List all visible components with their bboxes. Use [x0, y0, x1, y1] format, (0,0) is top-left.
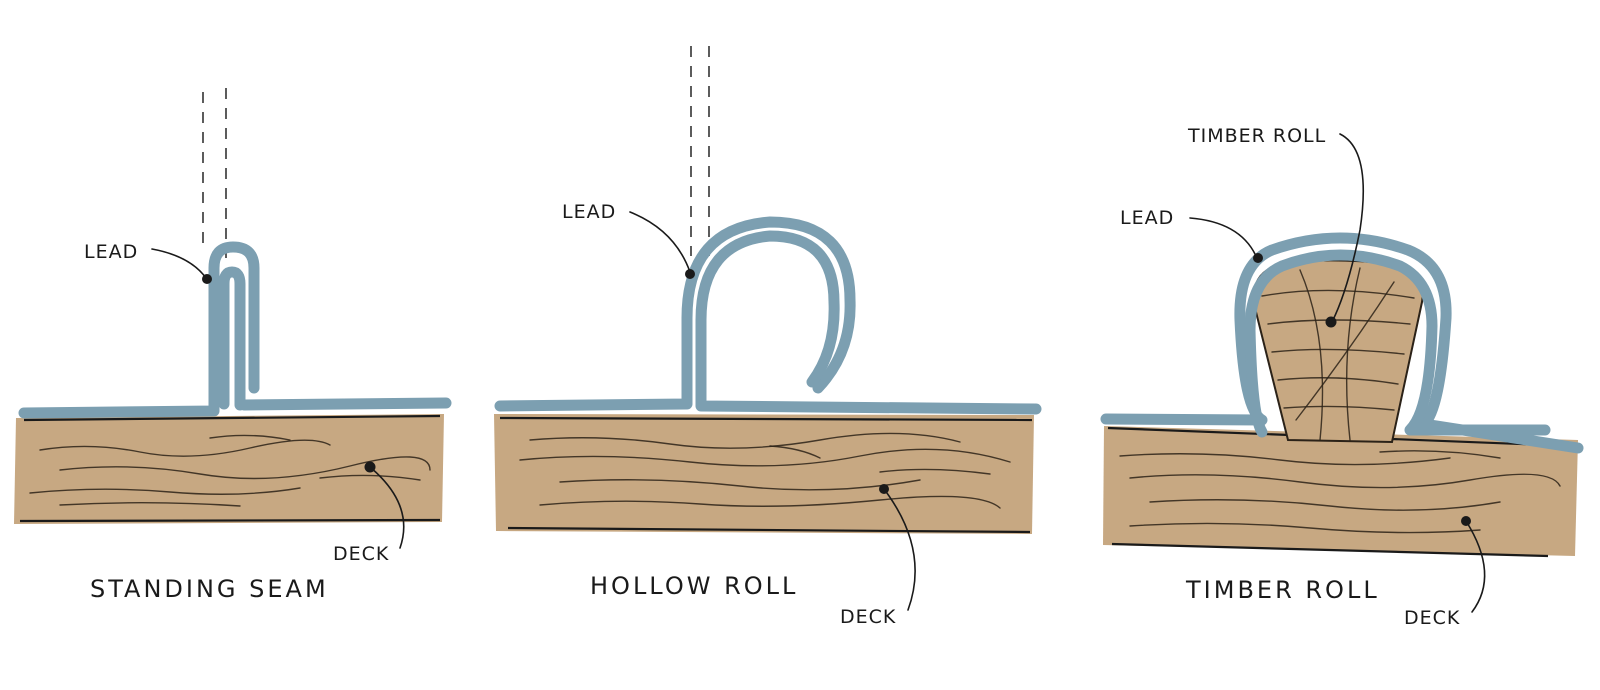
- timber-roll-grain: [1129, 522, 1481, 534]
- timber-roll-lead-outer: [1100, 232, 1584, 454]
- hollow-roll-deck-leader: [883, 488, 916, 611]
- standing-seam-grain: [319, 474, 421, 481]
- hollow-roll-deck-board: [494, 414, 1034, 534]
- timber-roll-grain: [1129, 473, 1561, 489]
- hollow-roll-deck: [494, 414, 1034, 534]
- timber-roll-block-grain: [1345, 267, 1361, 441]
- standing-seam-deck: [14, 414, 444, 524]
- standing-seam-grain: [59, 502, 241, 507]
- hollow-roll-lead-outer: [494, 216, 856, 412]
- timber-roll-grain: [1379, 450, 1501, 459]
- standing-seam-lead-callout: LEAD: [84, 241, 212, 284]
- timber-roll-deck-callout: DECK: [1404, 516, 1486, 629]
- timber-roll-deck-label: DECK: [1404, 607, 1460, 629]
- timber-roll-lead-leader: [1189, 217, 1257, 257]
- timber-roll-roll-callout: TIMBER ROLL: [1187, 125, 1365, 328]
- hollow-roll-lead-leader-dot: [685, 269, 695, 279]
- timber-roll-roll-leader-dot: [1325, 316, 1337, 328]
- standing-seam-lead-leader: [151, 248, 207, 279]
- hollow-roll-detail: LEAD DECK HOLLOW ROLL: [494, 46, 1042, 628]
- hollow-roll-lead-inner: [695, 230, 1042, 415]
- timber-roll-block-grain: [1283, 405, 1395, 411]
- hollow-roll-lead-sheets: [494, 216, 1042, 415]
- timber-roll-roll-label: TIMBER ROLL: [1187, 125, 1326, 147]
- standing-seam-detail: LEAD DECK STANDING SEAM: [14, 88, 452, 603]
- timber-roll-lead-callout: LEAD: [1120, 207, 1263, 263]
- hollow-roll-grain: [879, 468, 991, 475]
- standing-seam-lead-outer: [18, 241, 260, 419]
- timber-roll-block: [1252, 259, 1424, 444]
- hollow-roll-deck-top-edge: [499, 416, 1033, 422]
- timber-roll-block-grain: [1295, 281, 1395, 421]
- standing-seam-grain: [29, 487, 301, 495]
- timber-roll-deck-board: [1103, 426, 1578, 556]
- standing-seam-lead-inner: [218, 266, 452, 411]
- timber-roll-lead-sheets: [1100, 232, 1584, 454]
- timber-roll-title: TIMBER ROLL: [1185, 576, 1380, 604]
- standing-seam-grain: [209, 434, 291, 441]
- standing-seam-deck-callout: DECK: [333, 461, 405, 565]
- timber-roll-lead-inner: [1244, 249, 1551, 438]
- timber-roll-lead-leader-dot: [1253, 253, 1263, 263]
- standing-seam-deck-leader: [369, 466, 405, 549]
- hollow-roll-grain: [539, 495, 1001, 509]
- timber-roll-deck-leader: [1465, 520, 1486, 613]
- standing-seam-lead-sheets: [18, 241, 452, 419]
- standing-seam-lead-leader-dot: [202, 274, 212, 284]
- standing-seam-deck-bottom-edge: [19, 518, 441, 523]
- standing-seam-deck-label: DECK: [333, 543, 389, 565]
- timber-roll-block-grain: [1271, 348, 1405, 355]
- standing-seam-grain: [39, 439, 331, 457]
- standing-seam-grain: [59, 456, 431, 480]
- timber-roll-roll-leader: [1331, 133, 1365, 323]
- hollow-roll-lead-callout: LEAD: [562, 201, 695, 279]
- timber-roll-lead-label: LEAD: [1120, 207, 1174, 229]
- timber-roll-grain: [1149, 499, 1501, 511]
- hollow-roll-grain: [559, 479, 921, 491]
- hollow-roll-lead-label: LEAD: [562, 201, 616, 223]
- timber-roll-deck: [1103, 426, 1578, 558]
- hollow-roll-grain: [769, 445, 821, 459]
- hollow-roll-grain: [519, 448, 1011, 467]
- timber-roll-block-grain: [1261, 289, 1415, 299]
- timber-roll-deck-bottom-edge: [1111, 542, 1549, 558]
- hollow-roll-title: HOLLOW ROLL: [590, 572, 798, 600]
- timber-roll-detail: TIMBER ROLL LEAD DECK TIMBER ROLL: [1100, 125, 1584, 629]
- timber-roll-block-grain: [1299, 269, 1324, 441]
- hollow-roll-deck-bottom-edge: [507, 526, 1031, 534]
- hollow-roll-grain: [529, 432, 961, 449]
- hollow-roll-deck-label: DECK: [840, 606, 896, 628]
- hollow-roll-lead-leader: [629, 211, 691, 273]
- standing-seam-lead-label: LEAD: [84, 241, 138, 263]
- standing-seam-deck-top-edge: [23, 414, 441, 422]
- timber-roll-block-grain: [1277, 377, 1399, 385]
- standing-seam-title: STANDING SEAM: [90, 575, 329, 603]
- timber-roll-grain: [1119, 453, 1451, 466]
- hollow-roll-deck-callout: DECK: [840, 484, 916, 628]
- standing-seam-deck-board: [14, 414, 444, 524]
